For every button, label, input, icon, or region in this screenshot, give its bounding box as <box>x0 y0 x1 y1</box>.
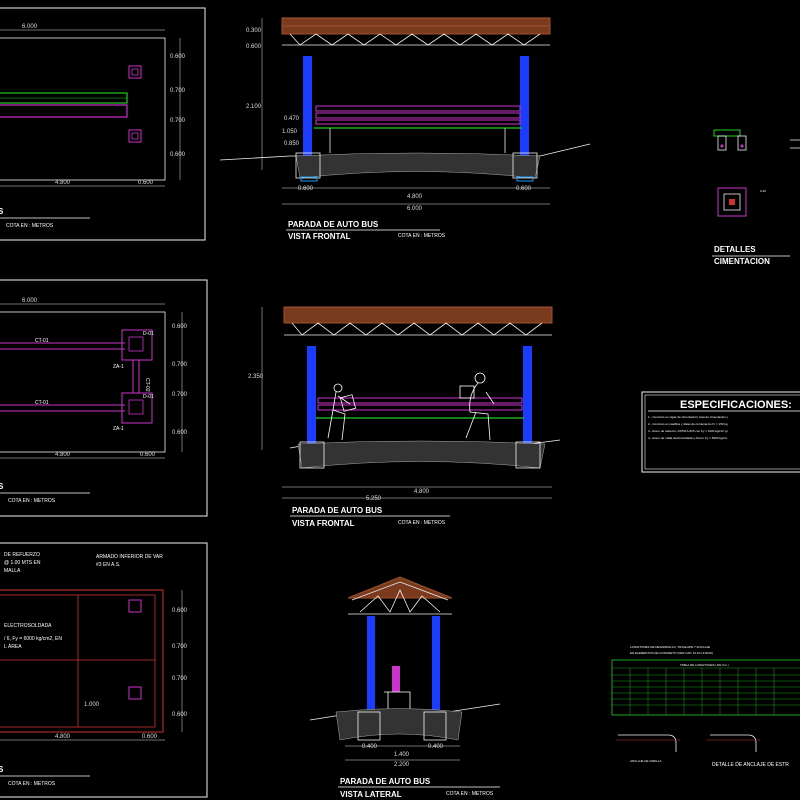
plan3-dim-bottom-2: 0.600 <box>142 734 158 740</box>
details-title-2: CIMENTACION <box>714 257 770 266</box>
front-view-1: 0.300 0.600 2.100 0.470 1.050 0.850 0.60… <box>219 17 591 241</box>
plan1-dim-bottom-1: 4.800 <box>55 180 71 186</box>
person-right <box>459 372 495 441</box>
person-left <box>327 383 357 441</box>
view1-dim-span1: 4.800 <box>407 194 423 200</box>
foundation-details: 0.40 DETALLES CIMENTACION <box>712 129 800 266</box>
plan3-note-5: #3 EN A.S. <box>96 562 120 568</box>
lengths-title-2: EN ELEMENTOS DE CONCRETO (VER CAP. 12 AC… <box>630 651 713 655</box>
plan-panel-3: DE REFUERZO @ 1.00 MTS EN MALLA ARMADO I… <box>0 542 208 798</box>
plan2-zapata-bottom: ZA-1 <box>113 426 124 432</box>
specs-line-4: 4.- Acero de malla electrosoldada y Acer… <box>648 436 728 440</box>
plan2-dim-right-4: 0.600 <box>172 430 188 436</box>
view1-dim-top2: 0.600 <box>246 44 262 50</box>
plan1-dim-right-1: 0.600 <box>170 54 186 60</box>
front-view-2: 2.350 4.800 5.250 PARADA DE AUTO BUS VIS… <box>248 306 561 528</box>
specs-title: ESPECIFICACIONES: <box>680 399 792 411</box>
view1-dim-c: 0.850 <box>284 141 300 147</box>
plan2-dim-right-3: 0.700 <box>172 392 188 398</box>
plan2-beam-bottom-label: CT-01 <box>35 400 49 406</box>
view2-subtitle: VISTA FRONTAL <box>292 519 355 528</box>
plan2-d-bottom: D-01 <box>143 394 154 400</box>
view2-title: PARADA DE AUTO BUS <box>292 506 383 515</box>
details-dim: 0.40 <box>760 189 766 193</box>
view1-dim-bottom1: 0.600 <box>298 186 314 192</box>
plan1-title: S <box>0 207 4 216</box>
plan3-note-7: / 6, Fy = 6000 kg/cm2, EN <box>4 636 62 642</box>
plan3-note-1: DE REFUERZO <box>4 552 40 558</box>
plan1-dim-right-3: 0.700 <box>170 118 186 124</box>
plan3-note-2: @ 1.00 MTS EN <box>4 560 41 566</box>
view1-units: COTA EN : METROS <box>398 233 446 239</box>
lengths-footer-right: DETALLE DE ANCLAJE DE ESTR <box>712 762 789 768</box>
view1-dim-a: 0.470 <box>284 116 300 122</box>
plan-panel-2: CT-01 CT-01 CT-02 ZA-1 ZA-1 D-01 D-01 6.… <box>0 279 208 517</box>
view3-dim-right: 0.400 <box>428 744 444 750</box>
plan3-note-6: ELECTROSOLDADA <box>4 623 52 629</box>
view3-title: PARADA DE AUTO BUS <box>340 777 431 786</box>
view3-dim-left: 0.400 <box>362 744 378 750</box>
plan3-dim-mid: 1.000 <box>84 702 100 708</box>
plan2-dim-top: 6.000 <box>22 298 38 304</box>
details-title-1: DETALLES <box>714 245 756 254</box>
plan2-dim-bottom-1: 4.800 <box>55 452 71 458</box>
plan3-dim-right-4: 0.600 <box>172 712 188 718</box>
plan3-units: COTA EN : METROS <box>8 781 56 787</box>
plan3-dim-right-3: 0.700 <box>172 676 188 682</box>
lengths-table-title: TABLA DE LONGITUDES ( EN Cm ) <box>680 663 729 667</box>
view2-units: COTA EN : METROS <box>398 520 446 526</box>
plan2-beam-top-label: CT-01 <box>35 338 49 344</box>
view3-subtitle: VISTA LATERAL <box>340 790 402 799</box>
lengths-table: LONGITUDES DE DESARROLLO, TRASLAPE Y ANC… <box>611 645 800 768</box>
plan2-dim-right-2: 0.700 <box>172 362 188 368</box>
plan2-zapata-top: ZA-1 <box>113 364 124 370</box>
view1-dim-b: 1.050 <box>282 129 298 135</box>
plan2-title: S <box>0 482 4 491</box>
plan1-dim-right-2: 0.700 <box>170 88 186 94</box>
plan3-dim-bottom-1: 4.800 <box>55 734 71 740</box>
plan3-note-3: MALLA <box>4 568 21 574</box>
view2-dim-span1: 4.800 <box>414 489 430 495</box>
plan1-dim-top: 6.000 <box>22 24 38 30</box>
view2-dim-span2: 5.250 <box>366 496 382 502</box>
plan2-units: COTA EN : METROS <box>8 498 56 504</box>
plan2-dim-bottom-2: 0.600 <box>140 452 156 458</box>
view1-subtitle: VISTA FRONTAL <box>288 232 351 241</box>
plan-panel-1: 6.000 0.600 0.700 0.700 0.600 4.800 0.60… <box>0 7 206 241</box>
side-view: 0.400 0.400 1.400 2.200 PARADA DE AUTO B… <box>309 576 501 799</box>
plan1-dim-bottom-2: 0.600 <box>138 180 154 186</box>
plan2-d-top: D-01 <box>143 331 154 337</box>
plan2-dim-right-1: 0.600 <box>172 324 188 330</box>
plan3-note-4: ARMADO INFERIOR DE VAR <box>96 554 163 560</box>
lengths-title-1: LONGITUDES DE DESARROLLO, TRASLAPE Y ANC… <box>630 645 710 649</box>
view2-dim-height: 2.350 <box>248 374 264 380</box>
specs-line-2: 2.- Concreto en castillos y dalas de cer… <box>648 422 728 426</box>
plan3-dim-right-2: 0.700 <box>172 644 188 650</box>
view3-dim-span1: 1.400 <box>394 752 410 758</box>
view1-dim-span2: 6.000 <box>407 206 423 212</box>
view1-dim-top1: 0.300 <box>246 28 262 34</box>
specs-line-3: 3.- Acero de refuerzo: ASTM A-615 con Fy… <box>648 429 728 433</box>
specifications-box: ESPECIFICACIONES: 1.- Concreto en vigas … <box>641 391 800 473</box>
plan3-dim-right-1: 0.600 <box>172 608 188 614</box>
lengths-footer-left: ANCLAJE DE VARILLA <box>630 759 661 763</box>
view3-dim-span2: 2.200 <box>394 762 410 768</box>
view1-title: PARADA DE AUTO BUS <box>288 220 379 229</box>
plan3-title: S <box>0 765 4 774</box>
plan1-dim-right-4: 0.600 <box>170 152 186 158</box>
plan1-units: COTA EN : METROS <box>6 223 54 229</box>
specs-line-1: 1.- Concreto en vigas de cimentación, lo… <box>648 415 729 419</box>
view1-dim-height: 2.100 <box>246 104 262 110</box>
view3-units: COTA EN : METROS <box>446 791 494 797</box>
plan2-column-beam-label: CT-02 <box>144 378 150 392</box>
view1-dim-bottom2: 0.600 <box>516 186 532 192</box>
plan3-note-8: L ÁREA <box>4 643 22 650</box>
